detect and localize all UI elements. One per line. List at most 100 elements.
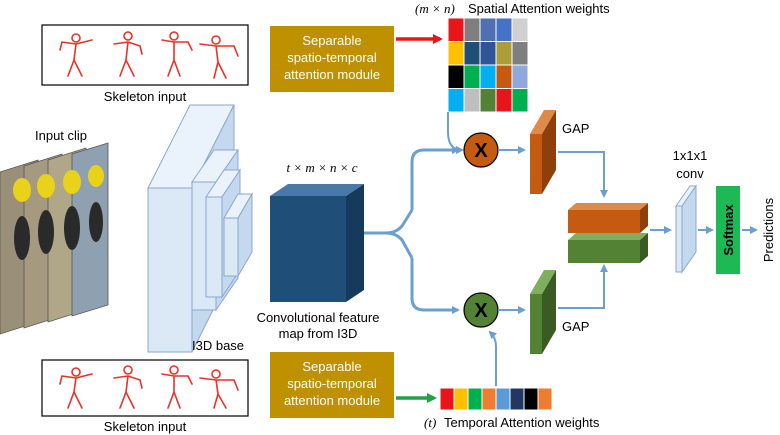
player-body (89, 202, 103, 242)
gap-top-face (530, 270, 556, 294)
skeleton-box-top (41, 24, 249, 86)
cube-top (270, 184, 364, 196)
feature-map-label-line1: Convolutional feature (257, 310, 380, 325)
concat-top-face (568, 203, 648, 210)
module-top-line1: Separable (302, 33, 361, 48)
player-body (64, 206, 80, 250)
spatial-dims-label: (m × n) (415, 1, 455, 16)
skeleton-figure (113, 31, 143, 77)
tensor-dims-label: t × m × n × c (286, 160, 357, 175)
module-bottom-line3: attention module (284, 393, 380, 408)
cube-split-arrow (364, 231, 414, 259)
spatial-weight-cell (511, 41, 529, 66)
i3d-base (147, 104, 253, 353)
spatial-weight-cell (447, 88, 465, 113)
conv-label-line2: conv (676, 166, 704, 181)
gap-bottom-to-concat-arrow (558, 264, 608, 309)
concat-side-face (640, 203, 648, 233)
spatial-weight-cell (463, 88, 481, 113)
spatial-weights-label: Spatial Attention weights (468, 1, 610, 16)
spatial-weight-cell (511, 17, 529, 42)
spatial-weight-cell (495, 64, 513, 89)
gap-side-face (542, 270, 556, 354)
gap-side-face (542, 110, 556, 194)
spatial-attention-grid (447, 17, 529, 113)
spatial-weight-cell (463, 17, 481, 42)
gap-front-face (530, 134, 542, 194)
conv-label-line1: 1x1x1 (673, 148, 708, 163)
concat-features (568, 203, 648, 263)
spatial-weight-cell (447, 17, 465, 42)
feature-map-label-line2: map from I3D (279, 326, 358, 341)
player-shirt (88, 165, 104, 187)
temporal-dims-label: (t) (424, 415, 436, 430)
i3d-layer-front (205, 196, 223, 298)
spatial-weight-cell (495, 88, 513, 113)
conv-block (675, 184, 697, 274)
temporal-weight-cell (467, 387, 483, 411)
multiply-bottom-symbol: X (474, 300, 488, 322)
player-body (14, 216, 30, 260)
module-bottom-line2: spatio-temporal (287, 376, 377, 391)
temporal-weight-cell (453, 387, 469, 411)
softmax-block (716, 186, 740, 274)
spatial-weight-cell (447, 41, 465, 66)
gap-bottom-prism (530, 270, 556, 354)
temporal-weight-cell (537, 387, 553, 411)
skeleton-figure (113, 365, 143, 409)
temporal-weight-cell (439, 387, 455, 411)
i3d-base-label: I3D base (192, 338, 244, 353)
conv-front-face (675, 205, 683, 273)
player-shirt (63, 170, 81, 194)
module-bottom-line1: Separable (302, 359, 361, 374)
skeleton-figure (199, 35, 239, 79)
skeleton-figure (199, 369, 239, 409)
spatial-weight-cell (447, 64, 465, 89)
temporal-weights-label: Temporal Attention weights (444, 415, 600, 430)
input-clip-frames (0, 142, 109, 335)
spatial-weight-cell (463, 41, 481, 66)
spatial-weight-cell (479, 64, 497, 89)
player-body (38, 210, 54, 254)
attention-module-top (270, 26, 394, 92)
concat-orange-block (568, 210, 640, 233)
softmax-label: Softmax (721, 204, 736, 256)
skeleton-input-bottom (41, 359, 249, 417)
gap-top-prism (530, 110, 556, 194)
gap-top-label: GAP (562, 121, 589, 136)
feature-map-cube (270, 184, 364, 302)
spatial-weight-cell (495, 17, 513, 42)
skeleton-input-top (41, 24, 249, 86)
skeleton-figure (59, 367, 93, 409)
spatial-weight-cell (479, 17, 497, 42)
spatial-weight-cell (479, 88, 497, 113)
temporal-weight-cell (495, 387, 511, 411)
concat-top-face (568, 233, 648, 240)
gap-front-face (530, 294, 542, 354)
skeleton-figure (59, 33, 93, 77)
concat-green-block (568, 240, 640, 263)
cube-split-arrow (364, 209, 414, 235)
gap-top-face (530, 110, 556, 134)
gap-top-to-concat-arrow (558, 151, 608, 198)
module-top-line2: spatio-temporal (287, 50, 377, 65)
cube-front (270, 196, 346, 302)
module-top-line3: attention module (284, 67, 380, 82)
spatial-to-multiply-arrow (447, 112, 464, 154)
spatial-weight-cell (479, 41, 497, 66)
skeleton-figure (161, 31, 193, 77)
skeleton-input-bottom-label: Skeleton input (104, 419, 187, 434)
concat-side-face (640, 233, 648, 263)
to-multiply-top-arrow (410, 146, 460, 210)
multiply-top-symbol: X (474, 140, 488, 162)
predictions-label: Predictions (761, 197, 776, 262)
temporal-weight-cell (481, 387, 497, 411)
temporal-attention-strip (439, 387, 553, 411)
attention-module-bottom (270, 352, 394, 418)
to-multiply-bottom-arrow (410, 258, 460, 314)
i3d-layer-front (223, 217, 239, 277)
spatial-weight-cell (511, 88, 529, 113)
spatial-weight-cell (511, 64, 529, 89)
temporal-weight-cell (509, 387, 525, 411)
